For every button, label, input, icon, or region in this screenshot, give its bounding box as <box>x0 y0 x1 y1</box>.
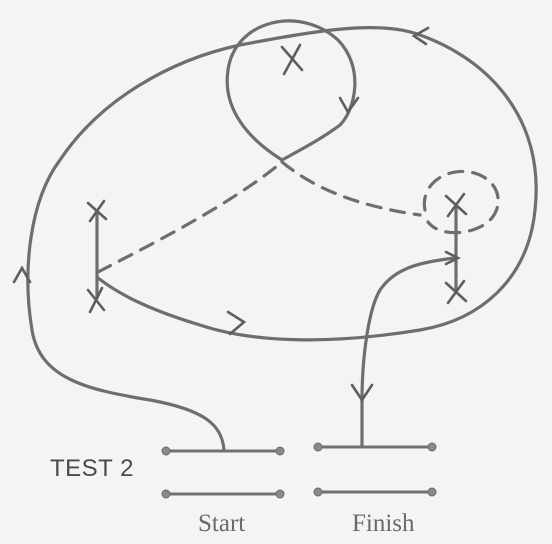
cross-marker-top <box>280 43 304 76</box>
arrow-finish-down <box>350 383 374 403</box>
arrow-right-marker-down <box>444 250 461 266</box>
finish-label: Finish <box>352 510 415 537</box>
arrow-left-side-up <box>12 265 32 284</box>
arrow-middle-right <box>226 310 247 336</box>
arrow-loop-down <box>338 96 360 115</box>
start-gate <box>161 446 285 499</box>
cross-marker-right-lower <box>444 279 468 305</box>
route-dashed-left <box>96 160 284 274</box>
arrow-top-right-left <box>411 26 430 46</box>
route-finish-path <box>360 256 457 447</box>
cross-marker-right-upper <box>444 192 468 218</box>
route-main-path <box>26 25 538 452</box>
start-label: Start <box>198 510 246 537</box>
route-top-loop <box>225 19 357 162</box>
cross-marker-left-lower <box>86 286 106 314</box>
test-title: TEST 2 <box>50 455 134 482</box>
finish-gate <box>313 442 437 497</box>
route-dashed-circle <box>422 169 500 235</box>
cross-marker-left-upper <box>86 199 108 223</box>
route-dashed-right <box>280 160 422 217</box>
